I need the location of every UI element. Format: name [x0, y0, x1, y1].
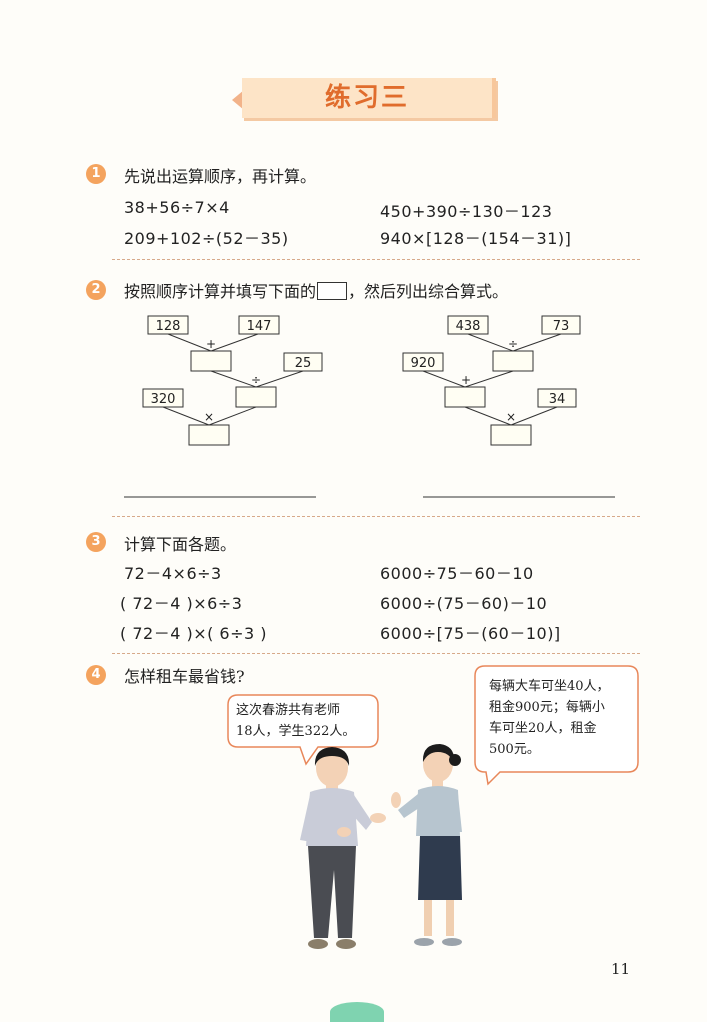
- operator-symbol: ÷: [251, 373, 261, 387]
- exercise-3-item: 6000÷[75－(60－10)]: [380, 624, 561, 643]
- title-banner: 练习三: [232, 78, 496, 122]
- banner-notch: [232, 90, 244, 110]
- exercise-2-prompt-before: 按照顺序计算并填写下面的: [124, 282, 317, 301]
- answer-box[interactable]: [444, 386, 486, 408]
- exercise-3-item: ( 72－4 )×( 6÷3 ): [120, 624, 268, 643]
- exercise-1-item: 940×[128－(154－31)]: [380, 229, 572, 248]
- speech-text-right: 每辆大车可坐40人， 租金900元；每辆小 车可坐20人，租金 500元。: [489, 676, 610, 760]
- operator-symbol: +: [206, 337, 216, 351]
- number-box: [283, 352, 323, 372]
- number-box: [537, 388, 577, 408]
- exercise-3-item: 72－4×6÷3: [124, 564, 222, 583]
- exercise-3-item: ( 72－4 )×6÷3: [120, 594, 243, 613]
- exercise-2-prompt: 按照顺序计算并填写下面的 ，然后列出综合算式。: [124, 278, 508, 302]
- bubble-line: 每辆大车可坐40人，: [489, 679, 610, 694]
- number-box: [147, 315, 189, 335]
- exercise-3-item: 6000÷(75－60)－10: [380, 594, 548, 613]
- number-box: [238, 315, 280, 335]
- bubble-line: 18人，学生322人。: [236, 724, 356, 739]
- page-tab-decoration: [330, 1002, 384, 1022]
- exercise-4-prompt: 怎样租车最省钱?: [124, 667, 245, 686]
- bubble-line: 这次春游共有老师: [236, 703, 341, 718]
- exercise-3-item: 6000÷75－60－10: [380, 564, 534, 583]
- exercise-1-number: 1: [86, 164, 106, 184]
- number-box: [447, 315, 489, 335]
- number-box: [541, 315, 581, 335]
- exercise-4-number: 4: [86, 665, 106, 685]
- number-box: [402, 352, 444, 372]
- banner-bar: [242, 78, 496, 118]
- section-divider: [112, 259, 640, 260]
- speech-bubble-left: [227, 694, 379, 766]
- answer-box[interactable]: [188, 424, 230, 446]
- page-title: 练习三: [324, 83, 409, 113]
- bubble-line: 车可坐20人，租金: [489, 721, 597, 736]
- tree-number: 147: [247, 319, 272, 334]
- exercise-1-item: 38+56÷7×4: [124, 198, 230, 217]
- tree-number: 34: [549, 392, 566, 407]
- male-teacher-illustration: [300, 747, 386, 949]
- exercise-2-number: 2: [86, 280, 106, 300]
- speech-text-left: 这次春游共有老师 18人，学生322人。: [236, 700, 355, 742]
- speech-bubble-right: [474, 665, 639, 786]
- answer-box[interactable]: [235, 386, 277, 408]
- exercise-3-prompt: 计算下面各题。: [124, 535, 237, 554]
- answer-box[interactable]: [190, 350, 232, 372]
- number-box: [142, 388, 184, 408]
- answer-box[interactable]: [492, 350, 534, 372]
- tree-number: 438: [456, 319, 481, 334]
- section-divider: [112, 653, 640, 654]
- operator-symbol: ×: [204, 410, 214, 424]
- tree-number: 25: [295, 356, 312, 371]
- tree-number: 73: [553, 319, 570, 334]
- exercise-1-item: 450+390÷130－123: [380, 202, 553, 221]
- section-divider: [112, 516, 640, 517]
- answer-box[interactable]: [490, 424, 532, 446]
- blank-box-icon: [317, 282, 348, 300]
- exercise-2-prompt-after: ，然后列出综合算式。: [348, 282, 509, 301]
- female-teacher-illustration: [391, 744, 462, 946]
- operator-symbol: +: [461, 373, 471, 387]
- tree-number: 920: [411, 356, 436, 371]
- bubble-line: 租金900元；每辆小: [489, 700, 605, 715]
- exercise-1-prompt: 先说出运算顺序，再计算。: [124, 167, 317, 186]
- exercise-3-number: 3: [86, 532, 106, 552]
- tree-number: 320: [151, 392, 176, 407]
- operator-symbol: ×: [506, 410, 516, 424]
- tree-number: 128: [156, 319, 181, 334]
- operator-symbol: ÷: [508, 337, 518, 351]
- bubble-line: 500元。: [489, 742, 540, 757]
- exercise-1-item: 209+102÷(52－35): [124, 229, 289, 248]
- page-number: 11: [611, 960, 631, 978]
